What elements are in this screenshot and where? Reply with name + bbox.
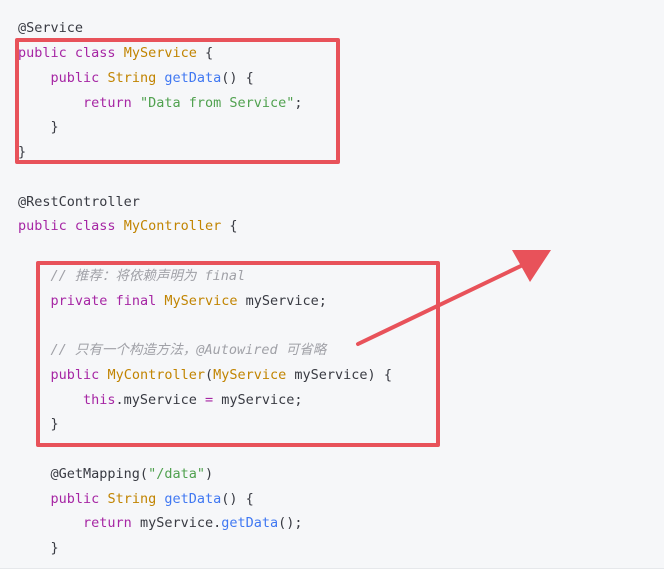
- code-line-4: return "Data from Service";: [18, 91, 303, 115]
- code-line-7: @RestController: [18, 190, 140, 214]
- code-token: String: [107, 70, 157, 86]
- code-token: @RestController: [18, 194, 140, 210]
- panel-bottom-edge: [0, 568, 664, 575]
- code-token: // 只有一个构造方法，@Autowired 可省略: [50, 342, 327, 358]
- code-token: (: [204, 367, 214, 383]
- code-line-14: }: [18, 412, 59, 436]
- code-token: class: [74, 218, 116, 234]
- code-token: "/data": [148, 466, 205, 482]
- code-line-3: public String getData() {: [18, 66, 254, 90]
- code-token: myService;: [237, 293, 327, 309]
- code-line-5: }: [18, 115, 59, 139]
- code-token: {: [196, 45, 214, 61]
- code-token: public: [18, 218, 67, 234]
- code-token: }: [18, 144, 27, 160]
- code-token: @GetMapping(: [50, 466, 149, 482]
- code-token: getData: [164, 491, 222, 507]
- code-token: getData: [221, 515, 279, 531]
- code-token: public: [18, 45, 67, 61]
- code-line-18: }: [18, 536, 59, 560]
- highlight-box-myservice: [15, 38, 340, 164]
- code-token: }: [18, 416, 59, 432]
- code-token: MyController: [123, 218, 222, 234]
- code-token: private: [50, 293, 108, 309]
- code-token: myService) {: [286, 367, 392, 383]
- code-token: .myService: [115, 392, 205, 408]
- code-token: ): [204, 466, 214, 482]
- code-line-6: }: [18, 140, 26, 164]
- code-line-1: @Service: [18, 16, 83, 40]
- code-line-9: // 推荐：将依赖声明为 final: [18, 264, 246, 288]
- code-token: @Service: [18, 20, 84, 36]
- code-token: =: [204, 392, 214, 408]
- code-line-16: public String getData() {: [18, 487, 254, 511]
- code-token: myService.: [131, 515, 222, 531]
- code-token: public: [50, 491, 100, 507]
- code-token: MyService: [123, 45, 197, 61]
- highlight-box-constructor: [36, 261, 440, 447]
- code-token: ();: [278, 515, 303, 531]
- code-token: MyService: [213, 367, 287, 383]
- code-token: }: [18, 540, 59, 556]
- code-token: () {: [221, 491, 254, 507]
- code-token: "Data from Service": [139, 95, 295, 111]
- code-line-2: public class MyService {: [18, 41, 213, 65]
- code-token: return: [83, 515, 132, 531]
- code-line-15: @GetMapping("/data"): [18, 462, 214, 486]
- code-token: public: [50, 367, 100, 383]
- code-token: String: [107, 491, 157, 507]
- code-line-17: return myService.getData();: [18, 511, 303, 535]
- code-token: return: [83, 95, 132, 111]
- code-line-13: this.myService = myService;: [18, 388, 303, 412]
- code-line-11: // 只有一个构造方法，@Autowired 可省略: [18, 338, 327, 362]
- code-line-8: public class MyController {: [18, 214, 238, 238]
- code-line-12: public MyController(MyService myService)…: [18, 363, 392, 387]
- code-token: getData: [164, 70, 222, 86]
- code-token: class: [74, 45, 116, 61]
- code-token: myService;: [213, 392, 303, 408]
- code-token: public: [50, 70, 100, 86]
- code-token: MyController: [107, 367, 205, 383]
- code-token: final: [115, 293, 157, 309]
- code-token: {: [221, 218, 238, 234]
- code-line-10: private final MyService myService;: [18, 289, 327, 313]
- code-token: ;: [294, 95, 303, 111]
- code-token: () {: [221, 70, 254, 86]
- code-token: // 推荐：将依赖声明为 final: [50, 268, 246, 284]
- code-token: MyService: [164, 293, 238, 309]
- code-token: }: [18, 119, 59, 135]
- code-token: this: [83, 392, 116, 408]
